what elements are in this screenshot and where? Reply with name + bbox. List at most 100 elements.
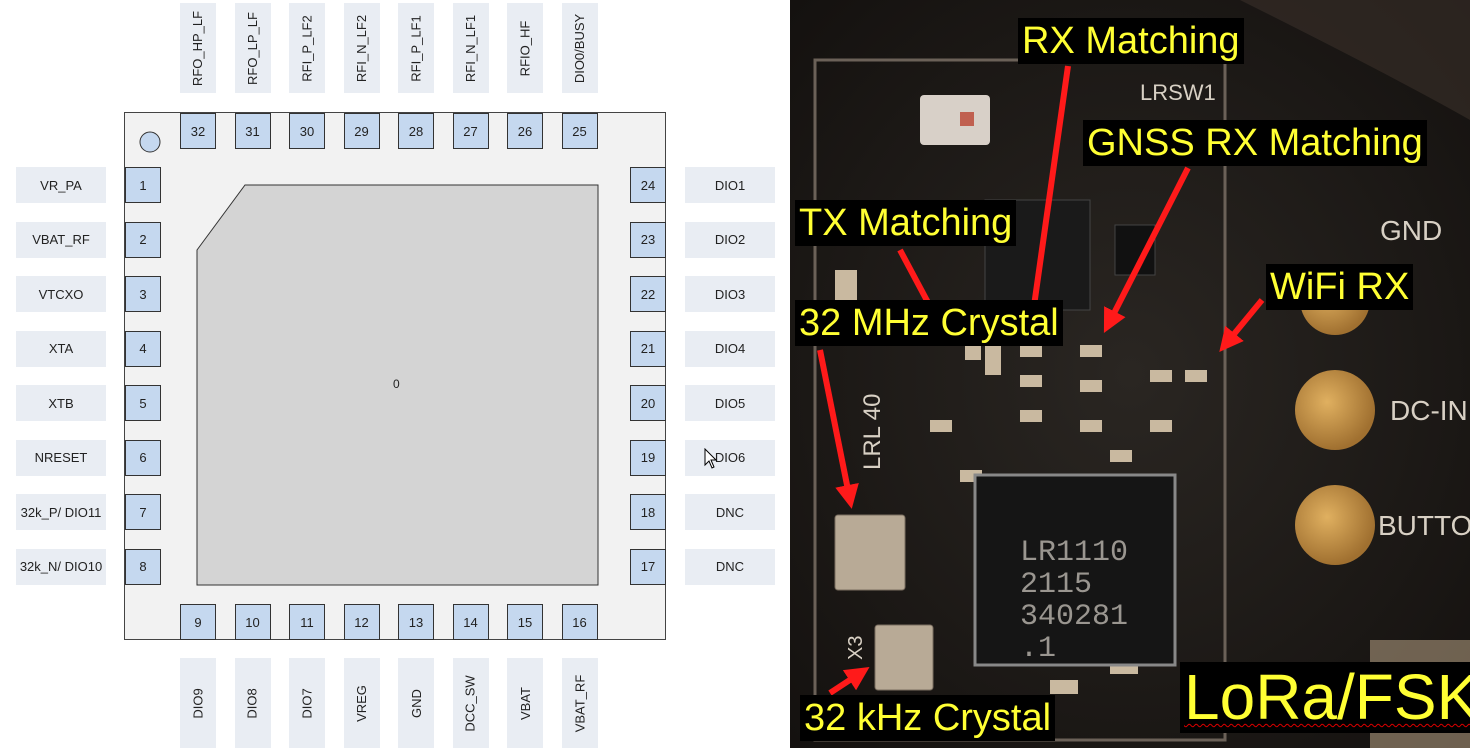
pin-pad: 23 (630, 221, 666, 258)
pin-label: DIO3 (685, 276, 775, 312)
pin-pad: 2 (125, 221, 161, 258)
chip-marking-line: 2115 (1020, 568, 1092, 602)
pin-pad: 6 (125, 439, 161, 476)
callout-32khz-crystal: 32 kHz Crystal (800, 695, 1056, 741)
pin-label: RFI_N_LF1 (452, 3, 489, 93)
pin-label: DIO6 (685, 439, 775, 476)
pin-label: RFI_P_LF2 (289, 3, 325, 93)
pin-label: VR_PA (16, 167, 106, 203)
pin-label: DIO5 (685, 385, 775, 421)
crystal-32mhz (834, 514, 906, 591)
lr1110-chip (973, 473, 1177, 667)
pin-pad: 8 (125, 548, 161, 585)
center-label: 0 (393, 377, 400, 391)
pin-pad: 3 (125, 276, 161, 312)
test-pad (1295, 485, 1375, 565)
pin-pad: 4 (125, 330, 161, 367)
pin-label: VREG (343, 658, 380, 748)
pin-pad: 28 (398, 113, 434, 149)
pin-pad: 14 (452, 604, 489, 640)
pin-name-text: RFI_N_LF1 (463, 14, 479, 82)
pin-label: 32k_N/ DIO10 (16, 548, 106, 585)
pin-pad: 17 (630, 548, 666, 585)
pin-label: XTB (16, 385, 106, 421)
pin-pad: 24 (630, 167, 666, 203)
pin-pad: 5 (125, 385, 161, 421)
chip-marking-line: 340281 (1020, 600, 1128, 634)
pin-label: DNC (685, 494, 775, 530)
callout-rx-matching: RX Matching (1018, 18, 1244, 64)
pin-pad: 9 (180, 604, 216, 640)
pin-label: DIO1 (685, 167, 775, 203)
pin-name-text: DIO9 (190, 687, 206, 719)
pin-label: RFI_P_LF1 (398, 3, 434, 93)
pin-pad: 11 (289, 604, 325, 640)
pin-name-text: RFO_LP_LF (245, 11, 261, 85)
callout-wifi-rx: WiFi RX (1266, 264, 1414, 310)
pin-label: DIO7 (289, 658, 325, 748)
pin-pad: 12 (343, 604, 380, 640)
pin-label: DNC (685, 548, 775, 585)
pin-pad: 32 (180, 113, 216, 149)
pin-label: VBAT_RF (561, 658, 598, 748)
pin-name-text: VBAT_RF (572, 674, 587, 732)
pin-name-text: RFI_P_LF1 (408, 14, 424, 82)
pin-label: XTA (16, 330, 106, 367)
chip-marking-line: .1 (1020, 632, 1056, 666)
silkscreen-button: BUTTO (1378, 510, 1470, 541)
silkscreen-lrsw: LRSW1 (1140, 80, 1216, 105)
pin-pad: 15 (507, 604, 543, 640)
pin-label: DIO8 (234, 658, 271, 748)
test-pad (1295, 370, 1375, 450)
pin-label: DIO9 (180, 658, 216, 748)
pin-name-text: DCC_SW (463, 674, 478, 732)
pin-pad: 20 (630, 385, 666, 421)
chip-package (124, 112, 666, 640)
silkscreen-lrl: LRL 40 (859, 394, 886, 471)
pin-label: NRESET (16, 439, 106, 476)
pin-name-text: DIO0/BUSY (572, 13, 588, 83)
pin-pad: 16 (561, 604, 598, 640)
pin-name-text: RFI_P_LF2 (299, 14, 315, 82)
pin-label: RFI_N_LF2 (343, 3, 380, 93)
pin-name-text: RFI_N_LF2 (354, 14, 370, 82)
pin-label: VBAT (507, 658, 543, 748)
pin-pad: 27 (452, 113, 489, 149)
pin-pad: 22 (630, 276, 666, 312)
crystal-32khz (874, 624, 934, 691)
pin-label: RFO_LP_LF (234, 3, 271, 93)
pin-name-text: RFO_HP_LF (190, 10, 206, 86)
pin-label: DCC_SW (452, 658, 489, 748)
pin-name-text: DIO7 (299, 687, 315, 719)
mouse-cursor-icon (704, 448, 718, 469)
pin-pad: 31 (234, 113, 271, 149)
pin-name-text: VREG (354, 684, 369, 722)
pin-label: DIO4 (685, 330, 775, 367)
pin-name-text: VBAT (517, 686, 533, 720)
pin-pad: 7 (125, 494, 161, 530)
pin-pad: 10 (234, 604, 271, 640)
callout-lora-fsk: LoRa/FSK (1180, 662, 1470, 733)
pin-label: RFO_HP_LF (180, 3, 216, 93)
pin-name-text: GND (408, 688, 424, 718)
pcb-photo: LR1110 2115 340281 .1 DC-IN BUTTO GND LR… (790, 0, 1470, 748)
pin-label: GND (398, 658, 434, 748)
silkscreen-x3: X3 (845, 636, 867, 660)
pin-pad: 26 (507, 113, 543, 149)
pin-pad: 13 (398, 604, 434, 640)
pin-pad: 25 (561, 113, 598, 149)
pin-label: VTCXO (16, 276, 106, 312)
pin-pad: 19 (630, 439, 666, 476)
pin-pad: 18 (630, 494, 666, 530)
pin-label: VBAT_RF (16, 221, 106, 258)
pin-name-text: RFIO_HF (517, 20, 533, 76)
pin-pad: 21 (630, 330, 666, 367)
pin-label: 32k_P/ DIO11 (16, 494, 106, 530)
pin-name-text: DIO8 (245, 687, 260, 719)
pin-pad: 1 (125, 167, 161, 203)
callout-gnss-rx-matching: GNSS RX Matching (1083, 120, 1427, 166)
chip-marking-line: LR1110 (1020, 536, 1128, 570)
silkscreen-gnd: GND (1380, 215, 1442, 246)
pin-pad: 30 (289, 113, 325, 149)
